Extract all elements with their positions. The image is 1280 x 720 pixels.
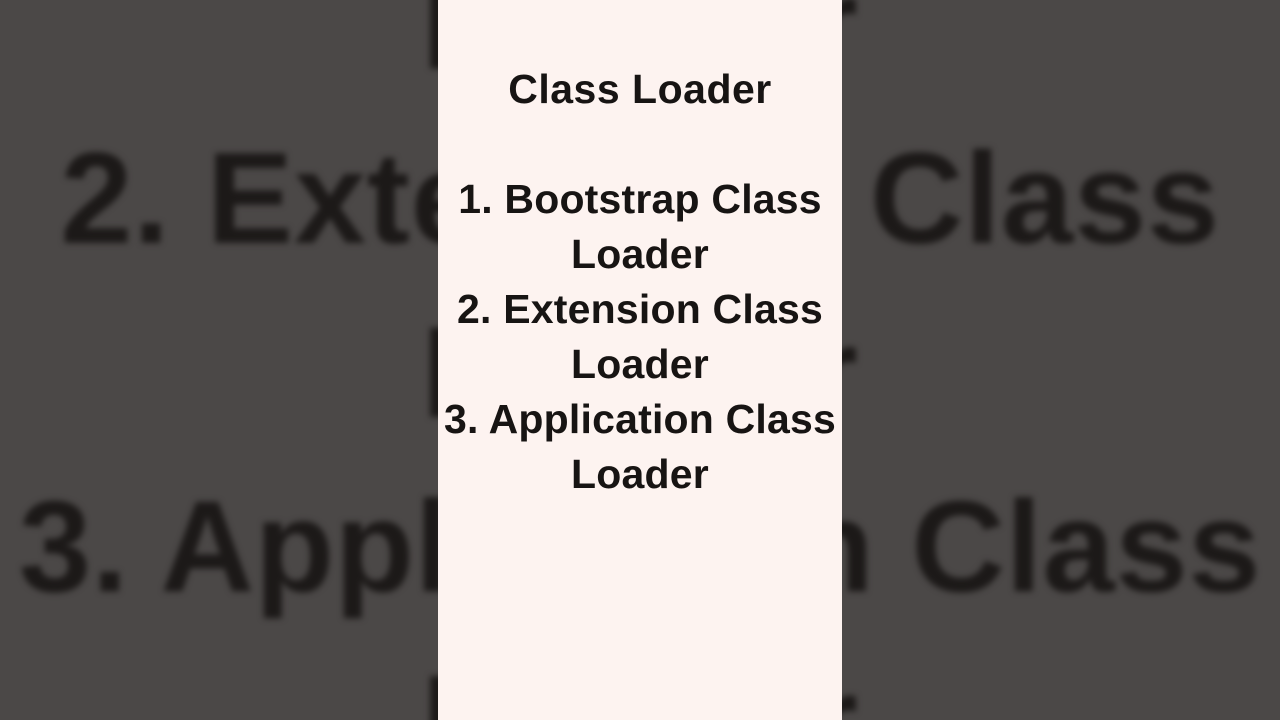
slide-title: Class Loader	[508, 66, 772, 112]
slide-text: Class Loader 1. Bootstrap Class Loader 2…	[438, 0, 842, 502]
slide-list: 1. Bootstrap Class Loader 2. Extension C…	[438, 172, 842, 502]
list-item-extension-class-loader: 2. Extension Class Loader	[457, 286, 823, 387]
content-panel: Class Loader 1. Bootstrap Class Loader 2…	[438, 0, 842, 720]
list-item-bootstrap-class-loader: 1. Bootstrap Class Loader	[458, 176, 822, 277]
list-item-application-class-loader: 3. Application Class Loader	[443, 396, 837, 497]
